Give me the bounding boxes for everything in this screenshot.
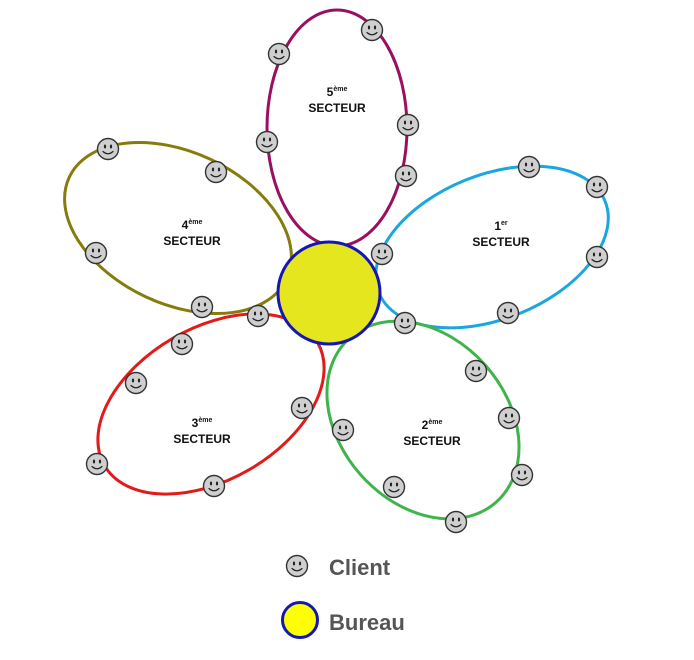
client-smiley-icon [267, 42, 291, 66]
svg-text:3ème: 3ème [192, 416, 213, 430]
sector-1-suffix: er [501, 220, 508, 227]
client-smiley-icon [290, 396, 314, 420]
client-smiley-icon [497, 406, 521, 430]
sector-5-label: 5ème SECTEUR [308, 85, 366, 115]
bureau-circle [276, 240, 382, 346]
sector-5-petal [265, 8, 409, 248]
sector-3-label: 3ème SECTEUR [173, 416, 231, 446]
sector-5-number: 5 [327, 85, 334, 99]
svg-text:4ème: 4ème [182, 218, 203, 232]
sector-1-title: SECTEUR [472, 235, 530, 249]
client-smiley-icon [202, 474, 226, 498]
client-smiley-icon [517, 155, 541, 179]
client-smiley-icon [464, 359, 488, 383]
sector-2-label: 2ème SECTEUR [403, 418, 461, 448]
client-smiley-icon [585, 175, 609, 199]
sector-2-number: 2 [422, 418, 429, 432]
client-smiley-icon [393, 311, 417, 335]
client-smiley-icon [382, 475, 406, 499]
client-smiley-icon [394, 164, 418, 188]
client-smiley-icon [124, 371, 148, 395]
sector-4-suffix: ème [188, 219, 202, 226]
client-smiley-icon [370, 242, 394, 266]
client-smiley-icon [585, 245, 609, 269]
client-smiley-icon [246, 304, 270, 328]
legend: Client Bureau [281, 554, 405, 639]
client-smiley-icon [255, 130, 279, 154]
svg-text:1er: 1er [494, 219, 508, 233]
sector-2-title: SECTEUR [403, 434, 461, 448]
client-smiley-icon [204, 160, 228, 184]
sector-3-number: 3 [192, 416, 199, 430]
legend-client-smiley-icon [285, 554, 309, 578]
sector-5-title: SECTEUR [308, 101, 366, 115]
client-smiley-icon [84, 241, 108, 265]
sector-4-number: 4 [182, 218, 189, 232]
client-smiley-icon [444, 510, 468, 534]
sector-4-title: SECTEUR [163, 234, 221, 248]
client-smiley-icon [510, 463, 534, 487]
client-smiley-icon [331, 418, 355, 442]
legend-bureau-label: Bureau [329, 610, 405, 635]
client-smiley-icon [190, 295, 214, 319]
svg-text:5ème: 5ème [327, 85, 348, 99]
client-smiley-icon [170, 332, 194, 356]
sector-4-label: 4ème SECTEUR [163, 218, 221, 248]
legend-bureau-circle-icon [281, 601, 319, 639]
client-smiley-icon [360, 18, 384, 42]
sector-2-suffix: ème [428, 419, 442, 426]
client-smiley-icon [96, 137, 120, 161]
sector-3-suffix: ème [198, 417, 212, 424]
sector-3-title: SECTEUR [173, 432, 231, 446]
legend-client-label: Client [329, 555, 391, 580]
client-smiley-icon [396, 113, 420, 137]
sector-5-suffix: ème [333, 86, 347, 93]
client-smiley-icon [85, 452, 109, 476]
sector-1-number: 1 [494, 219, 501, 233]
client-smiley-icon [496, 301, 520, 325]
svg-text:2ème: 2ème [422, 418, 443, 432]
sector-1-label: 1er SECTEUR [472, 219, 530, 249]
